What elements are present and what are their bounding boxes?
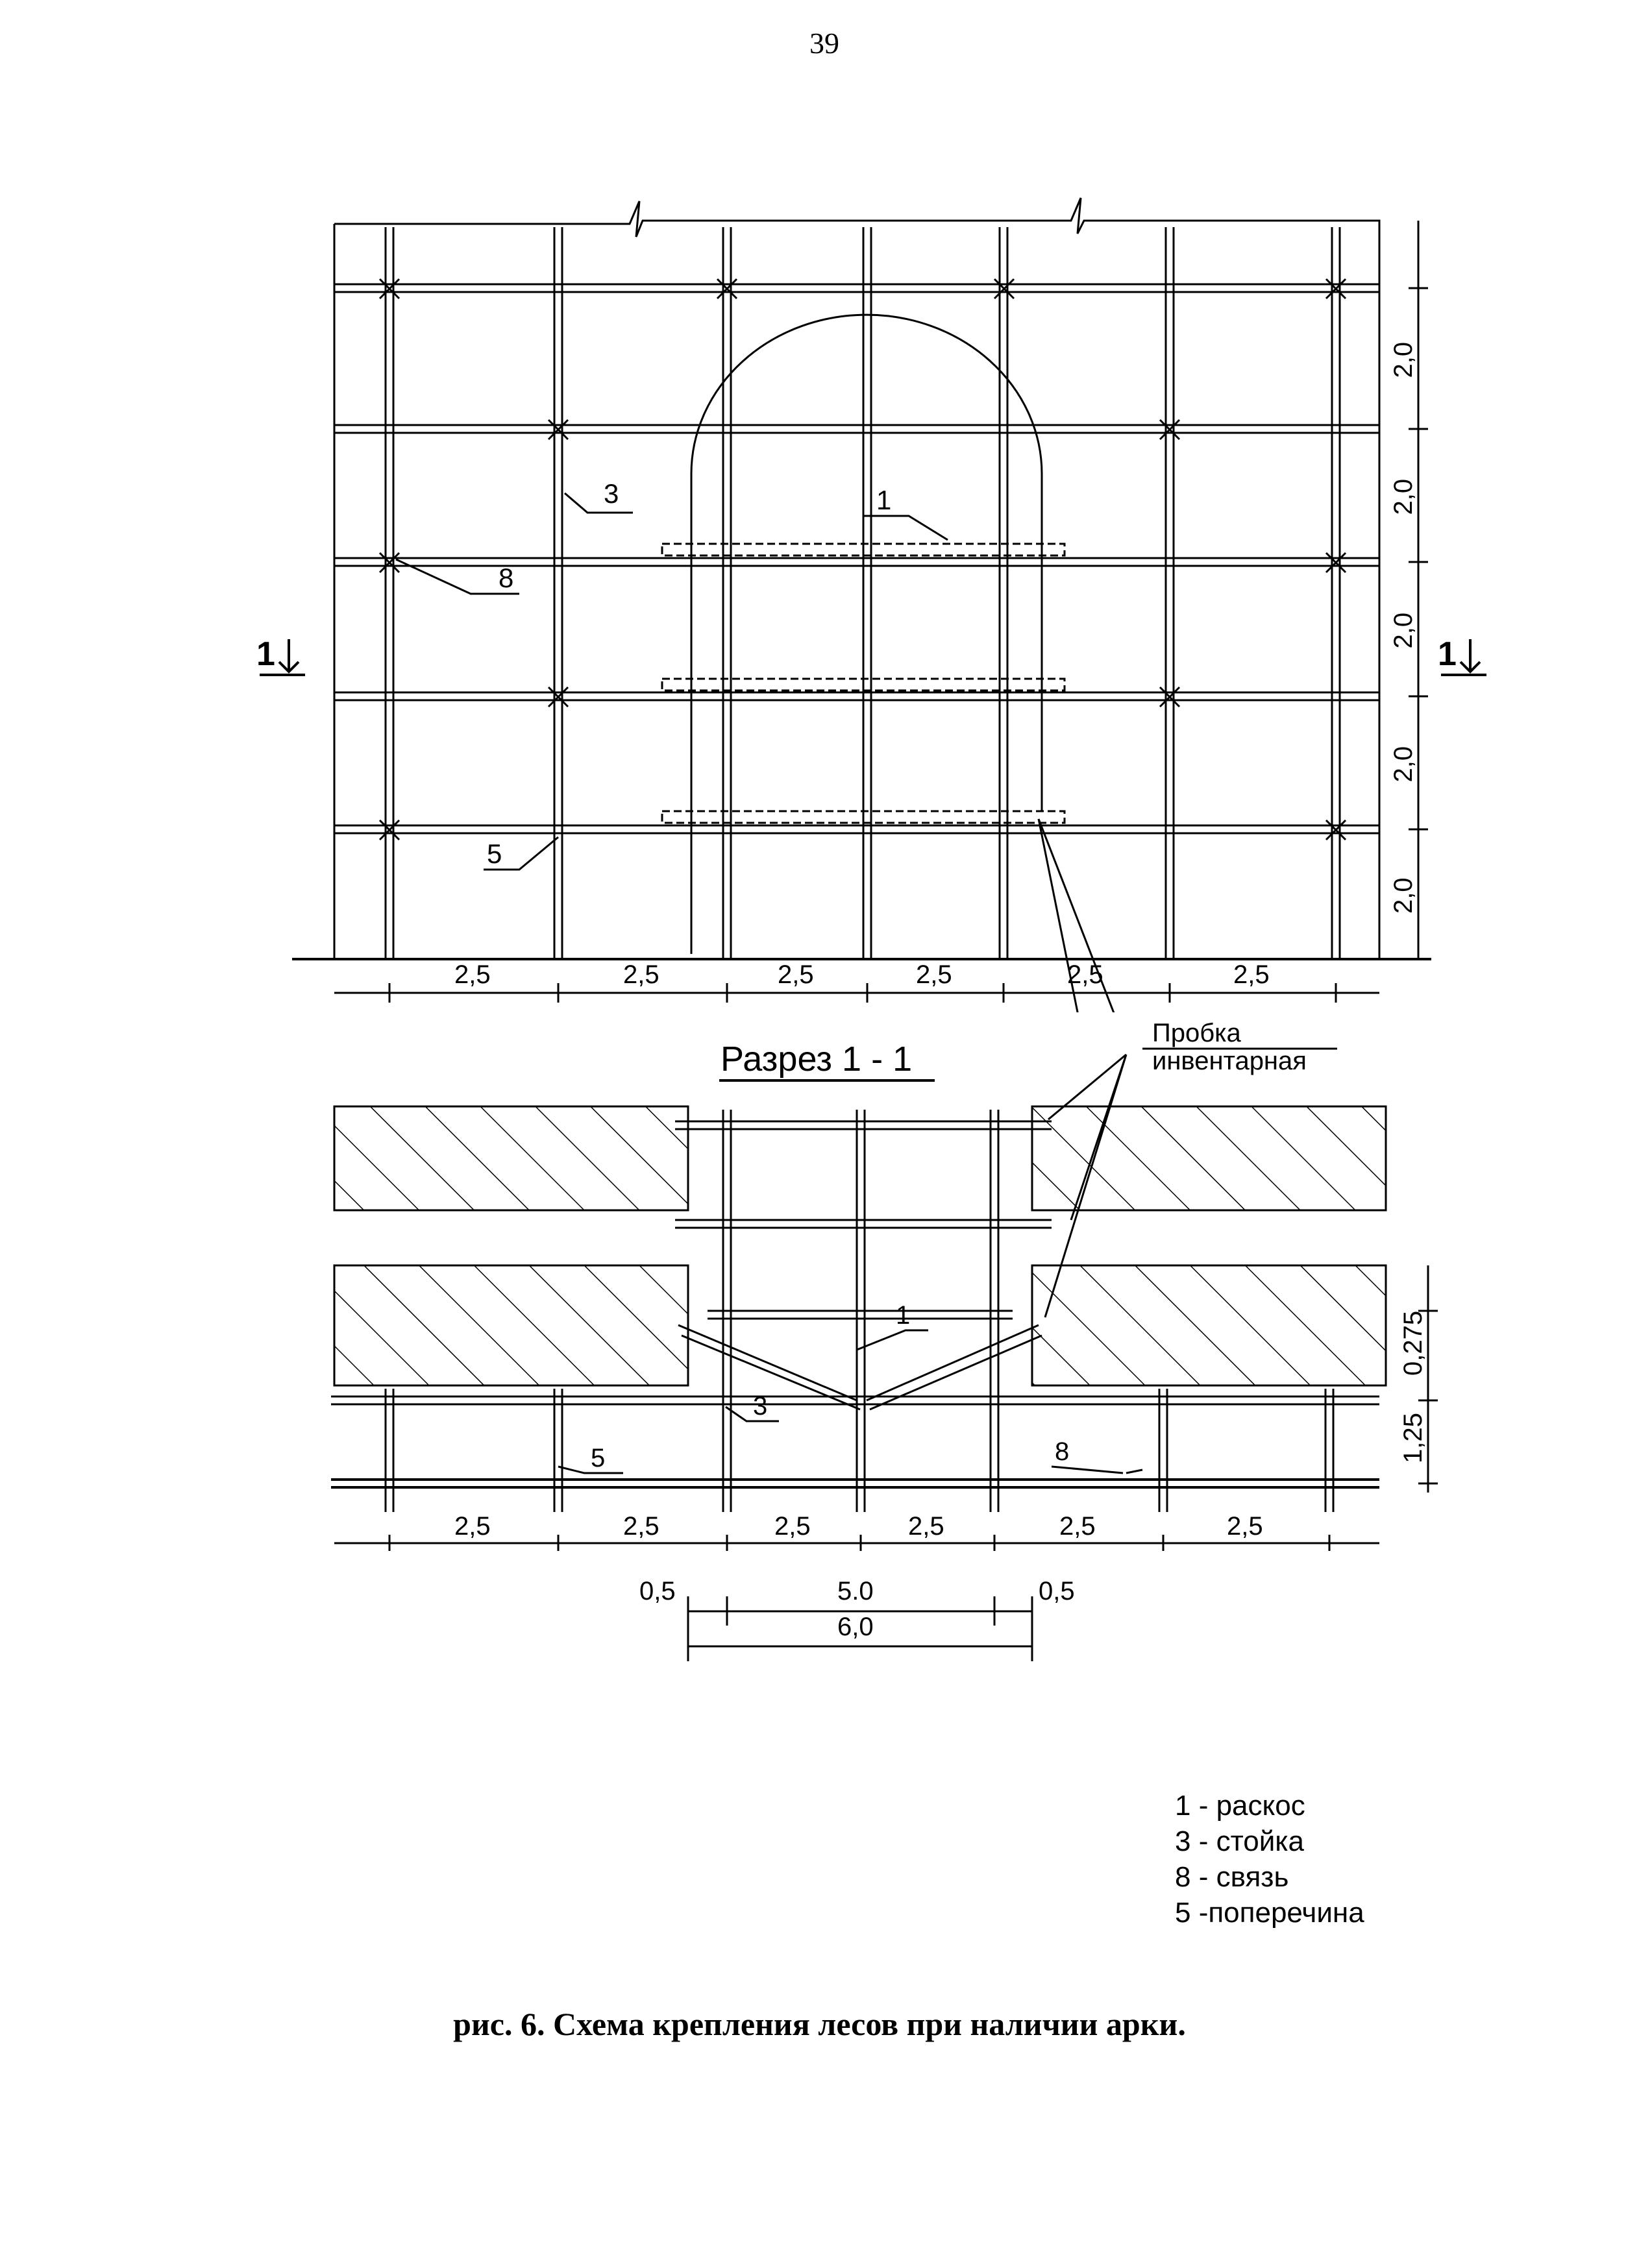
span-dimension-labels: 2,5 2,5 2,5 2,5 2,5 2,5 bbox=[454, 960, 1270, 989]
section-callout-tie: 8 bbox=[1055, 1437, 1069, 1466]
section-span-label: 2,5 bbox=[774, 1512, 811, 1541]
posts bbox=[384, 227, 1341, 959]
arch-braces bbox=[661, 543, 1066, 824]
legend: 1 - раскос 3 - стойка 8 - связь 5 -попер… bbox=[1175, 1788, 1364, 1931]
section-posts bbox=[384, 1110, 1335, 1512]
section-callout-crossbar: 5 bbox=[591, 1444, 605, 1472]
callout-leader-5 bbox=[484, 836, 559, 871]
callout-leader-8 bbox=[395, 558, 519, 595]
section-1-1-drawing: Разрез 1 - 1 Пробка инвентарная bbox=[331, 1019, 1438, 1661]
span-label: 2,5 bbox=[1067, 960, 1103, 989]
ledgers bbox=[334, 283, 1379, 835]
wall-block-top-left bbox=[333, 1105, 689, 1212]
span-label: 2,5 bbox=[1233, 960, 1270, 989]
height-label: 2,0 bbox=[1389, 479, 1418, 515]
wall-outline bbox=[333, 197, 1381, 960]
section-span-label: 2,5 bbox=[454, 1512, 491, 1541]
section-mark-left-label: 1 bbox=[256, 635, 275, 673]
span-label: 2,5 bbox=[916, 960, 952, 989]
plug-leader-lines bbox=[1037, 818, 1115, 1012]
plug-label-line1: Пробка bbox=[1152, 1019, 1242, 1047]
callout-leader-3 bbox=[564, 492, 633, 514]
wall-block-top-right bbox=[1031, 1105, 1387, 1212]
section-braces bbox=[678, 1324, 1042, 1411]
callout-leader-1 bbox=[863, 515, 948, 541]
opening-margin-left: 0,5 bbox=[639, 1577, 676, 1605]
span-label: 2,5 bbox=[778, 960, 814, 989]
section-depth-label: 1,25 bbox=[1399, 1413, 1427, 1463]
span-label: 2,5 bbox=[454, 960, 491, 989]
page-number: 39 bbox=[809, 27, 839, 60]
section-mark-right-label: 1 bbox=[1438, 635, 1457, 673]
opening-total-width: 6,0 bbox=[837, 1613, 874, 1641]
section-span-label: 2,5 bbox=[1227, 1512, 1263, 1541]
height-dimension-labels: 2,0 2,0 2,0 2,0 2,0 bbox=[1389, 342, 1418, 914]
arch-opening bbox=[690, 313, 1043, 954]
section-span-label: 2,5 bbox=[623, 1512, 659, 1541]
height-label: 2,0 bbox=[1389, 613, 1418, 649]
section-callout-brace: 1 bbox=[896, 1301, 910, 1330]
legend-item: 8 - связь bbox=[1175, 1861, 1289, 1893]
callout-tie-label: 8 bbox=[499, 563, 513, 593]
plug-leaders bbox=[1044, 1053, 1128, 1318]
figure-caption: рис. 6. Схема крепления лесов при наличи… bbox=[453, 2006, 1186, 2042]
wall-block-bottom-right bbox=[1031, 1264, 1387, 1387]
wall-block-bottom-left bbox=[333, 1264, 689, 1387]
height-label: 2,0 bbox=[1389, 342, 1418, 378]
height-label: 2,0 bbox=[1389, 746, 1418, 783]
height-label: 2,0 bbox=[1389, 877, 1418, 914]
legend-item: 5 -поперечина bbox=[1175, 1897, 1364, 1929]
opening-margin-right: 0,5 bbox=[1039, 1577, 1075, 1605]
callout-crossbar-label: 5 bbox=[487, 838, 502, 869]
wall-ties bbox=[378, 278, 1347, 841]
section-span-label: 2,5 bbox=[908, 1512, 944, 1541]
section-mark-left-arrow bbox=[260, 639, 305, 676]
plug-label-line2: инвентарная bbox=[1152, 1047, 1307, 1075]
span-label: 2,5 bbox=[623, 960, 659, 989]
section-depth-label: 0,275 bbox=[1399, 1311, 1427, 1376]
section-ledgers bbox=[331, 1120, 1379, 1489]
callout-brace-label: 1 bbox=[876, 485, 891, 515]
section-span-labels: 2,5 2,5 2,5 2,5 2,5 2,5 bbox=[454, 1512, 1263, 1541]
legend-item: 1 - раскос bbox=[1175, 1790, 1305, 1822]
opening-inner-width: 5.0 bbox=[837, 1577, 874, 1605]
section-title: Разрез 1 - 1 bbox=[721, 1040, 912, 1079]
section-span-label: 2,5 bbox=[1059, 1512, 1096, 1541]
section-mark-right-arrow bbox=[1441, 639, 1486, 676]
section-callout-post: 3 bbox=[753, 1392, 767, 1421]
callout-post-label: 3 bbox=[604, 478, 619, 509]
section-depth-labels: 0,275 1,25 bbox=[1399, 1311, 1427, 1463]
legend-item: 3 - стойка bbox=[1175, 1825, 1304, 1857]
